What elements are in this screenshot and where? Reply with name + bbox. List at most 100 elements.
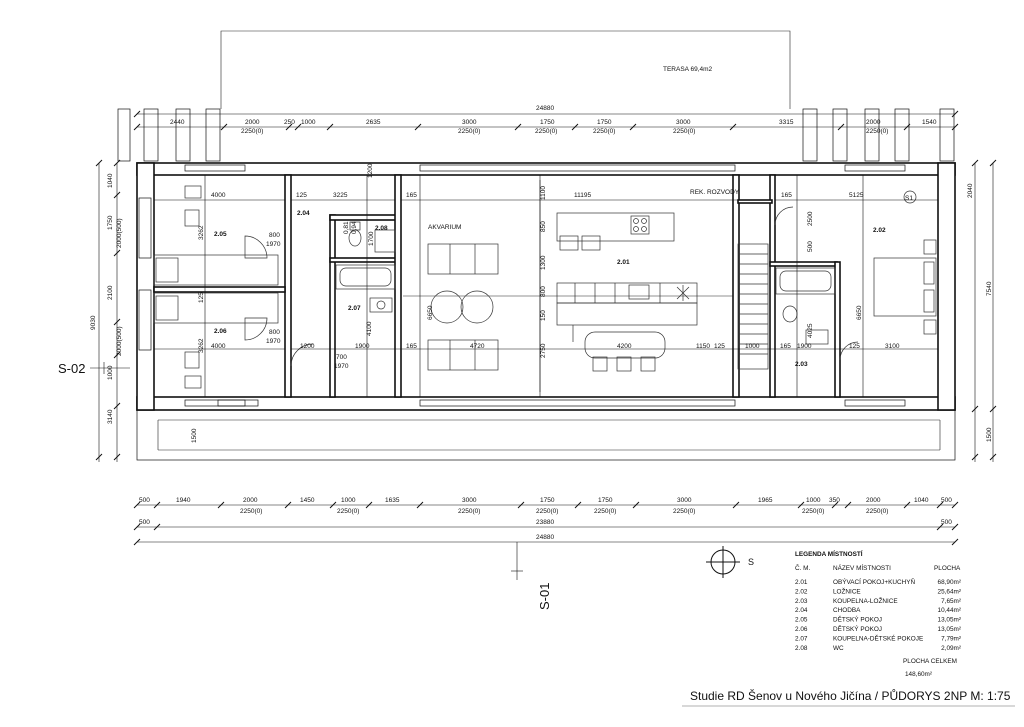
legend-row-num: 2.02	[795, 588, 808, 595]
bottom-dimension-chain: 500 1940 2000 1450 1000 1635 3000 1750 1…	[133, 497, 959, 546]
top-dim: 1540	[922, 119, 937, 126]
dim-1100: 1100	[540, 186, 547, 200]
bottom-dim: 3000	[462, 497, 477, 504]
legend-row-area: 7,65m²	[941, 598, 961, 605]
dim-0-81: 0,81	[343, 221, 350, 234]
dim-4200: 4200	[617, 343, 632, 350]
left-dim: 1040	[107, 173, 114, 188]
dim-3262-top: 3262	[198, 225, 205, 240]
dim-1000: 1000	[745, 343, 760, 350]
dim-door-1970: 1970	[266, 241, 281, 248]
bottom-dim: 500	[941, 497, 952, 504]
dim-125: 125	[198, 292, 205, 303]
room-number-2-06: 2.06	[214, 328, 227, 335]
dim-4025: 4025	[807, 323, 814, 338]
dim-125-top: 125	[296, 192, 307, 199]
akvarium-label: AKVARIUM	[428, 224, 461, 231]
terrace-label: TERASA 69,4m2	[663, 66, 713, 73]
dim-2750: 2750	[540, 343, 547, 358]
top-dim-sub: 2250(0)	[593, 128, 615, 135]
bottom-dim: 500	[139, 497, 150, 504]
top-dimension-chain: 24880 2440 2000 250 1000 2635 3000 1750 …	[133, 105, 959, 135]
living-kitchen-furniture	[403, 180, 769, 392]
dim-2500: 2500	[807, 211, 814, 226]
dim-3100: 3100	[885, 343, 900, 350]
legend-row-num: 2.03	[795, 598, 808, 605]
top-dim: 2000	[866, 119, 881, 126]
dim-1200: 1200	[300, 343, 315, 350]
legend-row-area: 13,05m²	[938, 617, 961, 624]
bottom-dim: 3000	[677, 497, 692, 504]
top-dim: 3000	[676, 119, 691, 126]
bottom-dim-sub: 2250(0)	[458, 508, 480, 515]
legend-row-area: 13,05m²	[938, 626, 961, 633]
dim-door-800b: 800	[269, 329, 280, 336]
bottom-dim-sub: 2250(0)	[536, 508, 558, 515]
bathrooms-fixtures	[335, 221, 836, 345]
dim-165-a: 165	[406, 192, 417, 199]
legend-row-num: 2.06	[795, 626, 808, 633]
legend-row-name: WC	[833, 645, 844, 652]
room-number-2-07: 2.07	[348, 305, 361, 312]
legend-col-area: PLOCHA	[934, 565, 961, 572]
top-dim: 3315	[779, 119, 794, 126]
left-dim: 2100	[107, 285, 114, 300]
top-dim: 2000	[245, 119, 260, 126]
dim-11195: 11195	[574, 192, 591, 199]
legend-row-name: DĚTSKÝ POKOJ	[833, 615, 882, 624]
drawing-caption: Studie RD Šenov u Nového Jičína / PŮDORY…	[690, 688, 1011, 703]
top-dim: 2440	[170, 119, 185, 126]
top-dim: 2635	[366, 119, 381, 126]
s1-label: S1	[905, 195, 913, 202]
bottom-dim: 1450	[300, 497, 315, 504]
bottom-dim-sub: 2250(0)	[802, 508, 824, 515]
inner-dimensions	[154, 175, 938, 397]
top-dim: 3000	[462, 119, 477, 126]
left-total-dim: 9030	[90, 315, 97, 330]
bedroom-furniture	[774, 206, 937, 361]
bottom-dim-sub: 2250(0)	[866, 508, 888, 515]
room-number-2-02: 2.02	[873, 227, 886, 234]
dim-850: 850	[540, 221, 547, 232]
dim-0-94: 0,94	[351, 221, 358, 234]
legend-row-name: DĚTSKÝ POKOJ	[833, 624, 882, 633]
legend-total-value: 148,60m²	[905, 671, 932, 678]
bottom-dim: 1750	[598, 497, 613, 504]
legend-row-area: 10,44m²	[938, 607, 961, 614]
dim-3262-bottom: 3262	[198, 338, 205, 353]
legend-row-area: 2,09m²	[941, 645, 961, 652]
top-dim: 1750	[597, 119, 612, 126]
legend-title: LEGENDA MÍSTNOSTÍ	[795, 549, 863, 558]
legend-row-num: 2.07	[795, 635, 808, 642]
legend-total-label: PLOCHA CELKEM	[903, 658, 957, 665]
dim-4000-bottom: 4000	[211, 343, 226, 350]
right-dimension-chain: 2040 7540 1500	[967, 159, 997, 462]
dim-door-800: 800	[269, 232, 280, 239]
dim-6650-b: 6650	[856, 305, 863, 320]
dim-165-d: 165	[780, 343, 791, 350]
left-dimension-chain: 1040 1750 2000(500) 2100 2000(500) 1000 …	[90, 159, 198, 462]
bottom-dim-sub: 2250(0)	[337, 508, 359, 515]
right-dim: 2040	[967, 183, 974, 198]
room-number-2-05: 2.05	[214, 231, 227, 238]
legend-col-name: NÁZEV MÍSTNOSTI	[833, 563, 891, 572]
right-dim: 1500	[986, 427, 993, 442]
dim-700: 700	[336, 354, 347, 361]
compass-label: S	[748, 557, 754, 567]
room-number-2-08: 2.08	[375, 225, 388, 232]
left-dim: 3140	[107, 409, 114, 424]
bottom-total-dim: 24880	[536, 534, 554, 541]
bottom-dim: 1635	[385, 497, 400, 504]
left-dim: 1000	[107, 365, 114, 380]
s1-marker	[903, 190, 917, 204]
dim-1300: 1300	[540, 255, 547, 270]
dim-165-b: 165	[781, 192, 792, 199]
legend-row-name: KOUPELNA-LOŽNICE	[833, 596, 898, 605]
legend-row-num: 2.08	[795, 645, 808, 652]
dim-5125: 5125	[849, 192, 864, 199]
left-dim: 2000(500)	[116, 218, 123, 248]
section-mark-s02: S-02	[58, 361, 130, 376]
dim-6650-a: 6650	[427, 305, 434, 320]
room-number-2-01: 2.01	[617, 259, 630, 266]
